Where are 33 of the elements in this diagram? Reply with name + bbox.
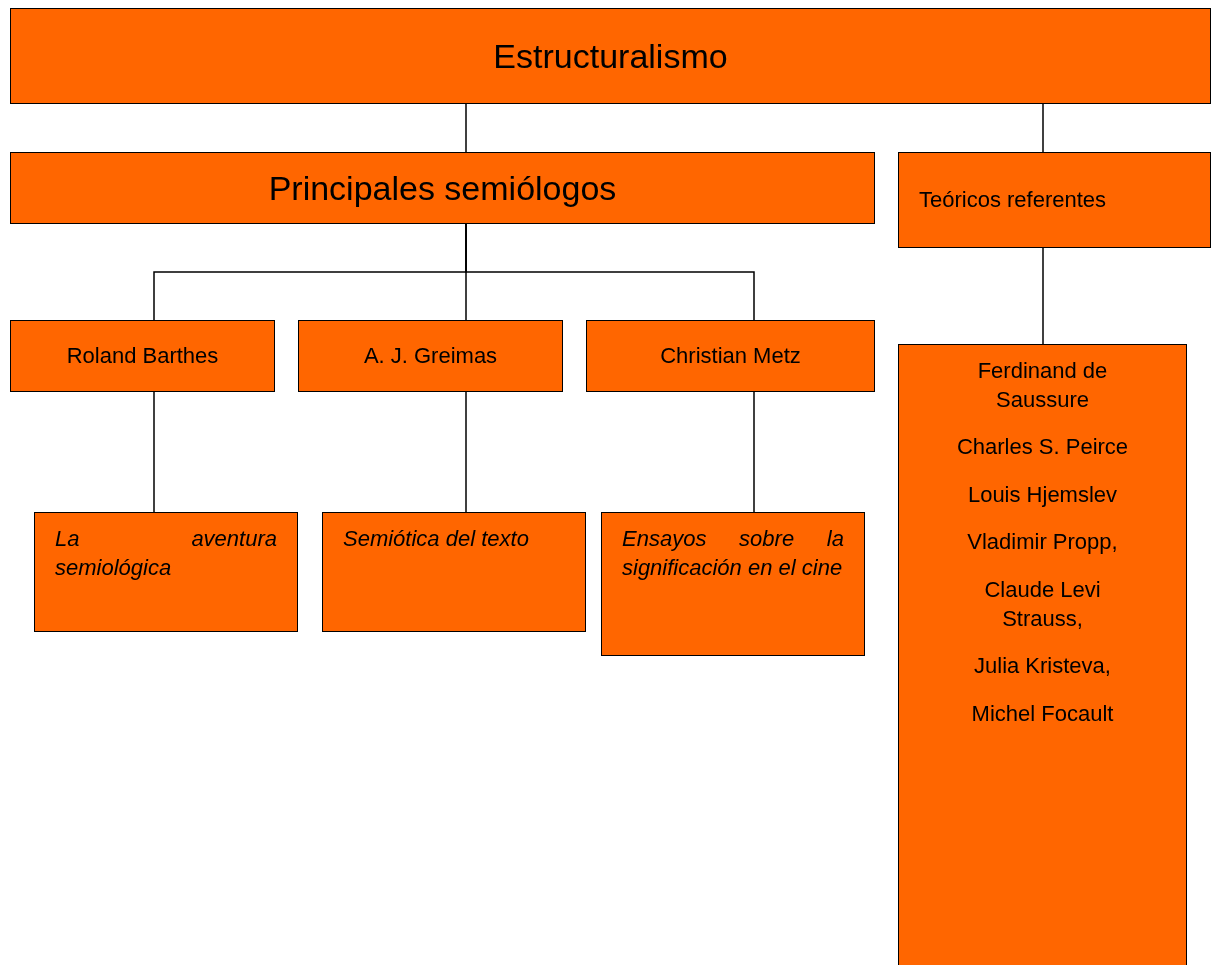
box-label: Christian Metz bbox=[660, 341, 801, 370]
book-title: Semiótica del texto bbox=[343, 525, 530, 553]
connector-line bbox=[465, 103, 467, 153]
connector-line bbox=[153, 391, 155, 513]
concept-box bbox=[322, 512, 586, 632]
theorist-name: Vladimir Propp, bbox=[967, 528, 1118, 557]
book-title: Ensayos sobre la significación en el cine bbox=[622, 525, 844, 582]
connector-line bbox=[465, 223, 755, 321]
concept-box bbox=[10, 8, 1211, 104]
concept-box bbox=[10, 320, 275, 392]
box-label: Principales semiólogos bbox=[268, 167, 617, 209]
box-label: Roland Barthes bbox=[66, 341, 219, 370]
concept-box bbox=[10, 152, 875, 224]
box-label: Estructuralismo bbox=[493, 35, 728, 77]
box-label: Teóricos referentes bbox=[919, 185, 1108, 214]
box-label: A. J. Greimas bbox=[363, 341, 498, 370]
list-box bbox=[898, 344, 1187, 965]
concept-box bbox=[34, 512, 298, 632]
concept-box bbox=[298, 320, 563, 392]
theorist-name: Louis Hjemslev bbox=[967, 480, 1118, 509]
theorist-name: Claude Levi Strauss, bbox=[983, 575, 1102, 633]
theorist-name: Charles S. Peirce bbox=[956, 433, 1129, 462]
connector-line bbox=[1042, 247, 1044, 345]
concept-box bbox=[898, 152, 1211, 248]
theorist-name: Ferdinand de Saussure bbox=[976, 357, 1109, 414]
theorist-name: Michel Focault bbox=[971, 699, 1114, 728]
connector-line bbox=[465, 391, 467, 513]
concept-box bbox=[601, 512, 865, 656]
book-title: La aventura semiológica bbox=[55, 525, 277, 582]
concept-box bbox=[586, 320, 875, 392]
theorist-name: Julia Kristeva, bbox=[974, 652, 1111, 681]
connector-line bbox=[1042, 103, 1044, 153]
connector-line bbox=[753, 391, 755, 513]
